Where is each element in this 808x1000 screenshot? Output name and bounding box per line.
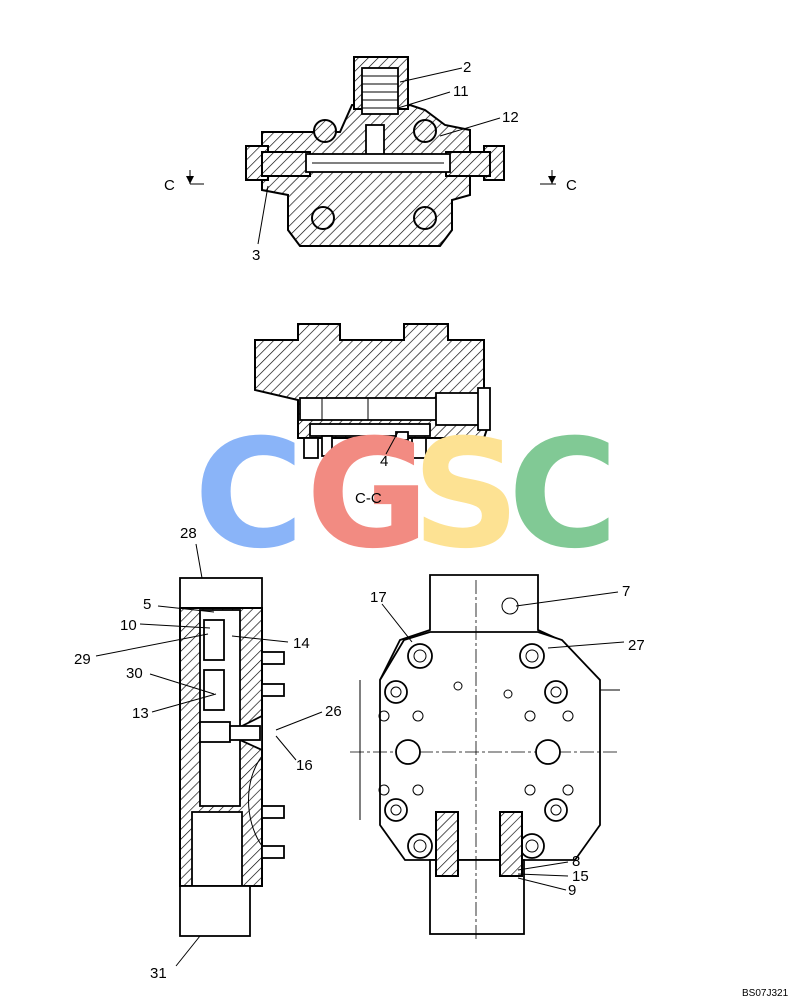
part-label-27: 27: [628, 637, 645, 654]
part-label-5: 5: [143, 596, 151, 613]
part-label-14: 14: [293, 635, 310, 652]
part-label-28: 28: [180, 525, 197, 542]
section-marker-right-label: C: [566, 177, 577, 194]
section-marker-left: C: [164, 170, 204, 194]
part-label-7: 7: [622, 583, 630, 600]
part-label-9: 9: [568, 882, 576, 899]
part-label-26: 26: [325, 703, 342, 720]
watermark-letter-c1: C: [194, 408, 304, 582]
part-label-30: 30: [126, 665, 143, 682]
watermark-letter-g: G: [306, 408, 429, 582]
part-label-29: 29: [74, 651, 91, 668]
cc-section-view: [254, 323, 491, 459]
drawing-code: BS07J321: [742, 988, 789, 999]
part-label-15: 15: [572, 868, 589, 885]
part-labels: 2 11 12 3 4 28 5 10 29 30 13 14 26 16 31…: [74, 59, 645, 982]
part-label-10: 10: [120, 617, 137, 634]
face-view: [350, 574, 620, 940]
section-marker-left-label: C: [164, 177, 175, 194]
watermark-letter-c2: C: [508, 408, 618, 582]
watermark: C G S C: [194, 408, 618, 582]
part-label-8: 8: [572, 853, 580, 870]
part-label-31: 31: [150, 965, 167, 982]
leader-lines: [95, 67, 625, 967]
part-label-2: 2: [463, 59, 471, 76]
part-label-12: 12: [502, 109, 519, 126]
part-label-16: 16: [296, 757, 313, 774]
side-section-view: [179, 577, 285, 937]
watermark-letter-s: S: [412, 408, 520, 582]
part-label-11: 11: [453, 83, 469, 100]
section-label: C-C: [355, 490, 382, 507]
part-label-4: 4: [380, 453, 388, 470]
part-label-13: 13: [132, 705, 149, 722]
part-label-3: 3: [252, 247, 260, 264]
top-section-view: [245, 56, 505, 247]
section-marker-right: C: [540, 170, 577, 194]
part-label-17: 17: [370, 589, 387, 606]
